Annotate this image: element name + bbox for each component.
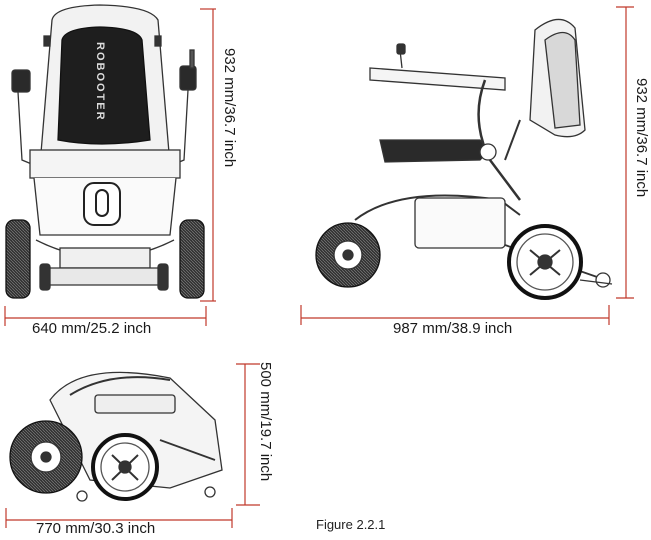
folded-height-label: 500 mm/19.7 inch bbox=[257, 362, 274, 482]
front-view-illustration bbox=[5, 4, 205, 299]
folded-view-illustration bbox=[9, 371, 223, 502]
folded-length-label: 770 mm/30.3 inch bbox=[36, 520, 156, 537]
folded-length-dimension-line bbox=[5, 508, 233, 528]
folded-height-dimension-line bbox=[236, 363, 260, 506]
front-height-label: 932 mm/36.7 inch bbox=[221, 48, 238, 168]
front-width-dimension-line bbox=[4, 306, 207, 326]
front-width-label: 640 mm/25.2 inch bbox=[32, 320, 152, 337]
side-height-label: 932 mm/36.7 inch bbox=[633, 78, 650, 198]
side-view-illustration bbox=[315, 18, 613, 300]
side-length-dimension-line bbox=[300, 305, 610, 325]
side-height-dimension-line bbox=[616, 6, 634, 299]
brand-mark: ROBOOTER bbox=[94, 42, 106, 122]
figure-caption: Figure 2.2.1 bbox=[316, 517, 386, 532]
front-height-dimension-line bbox=[200, 8, 216, 302]
side-length-label: 987 mm/38.9 inch bbox=[393, 320, 513, 337]
